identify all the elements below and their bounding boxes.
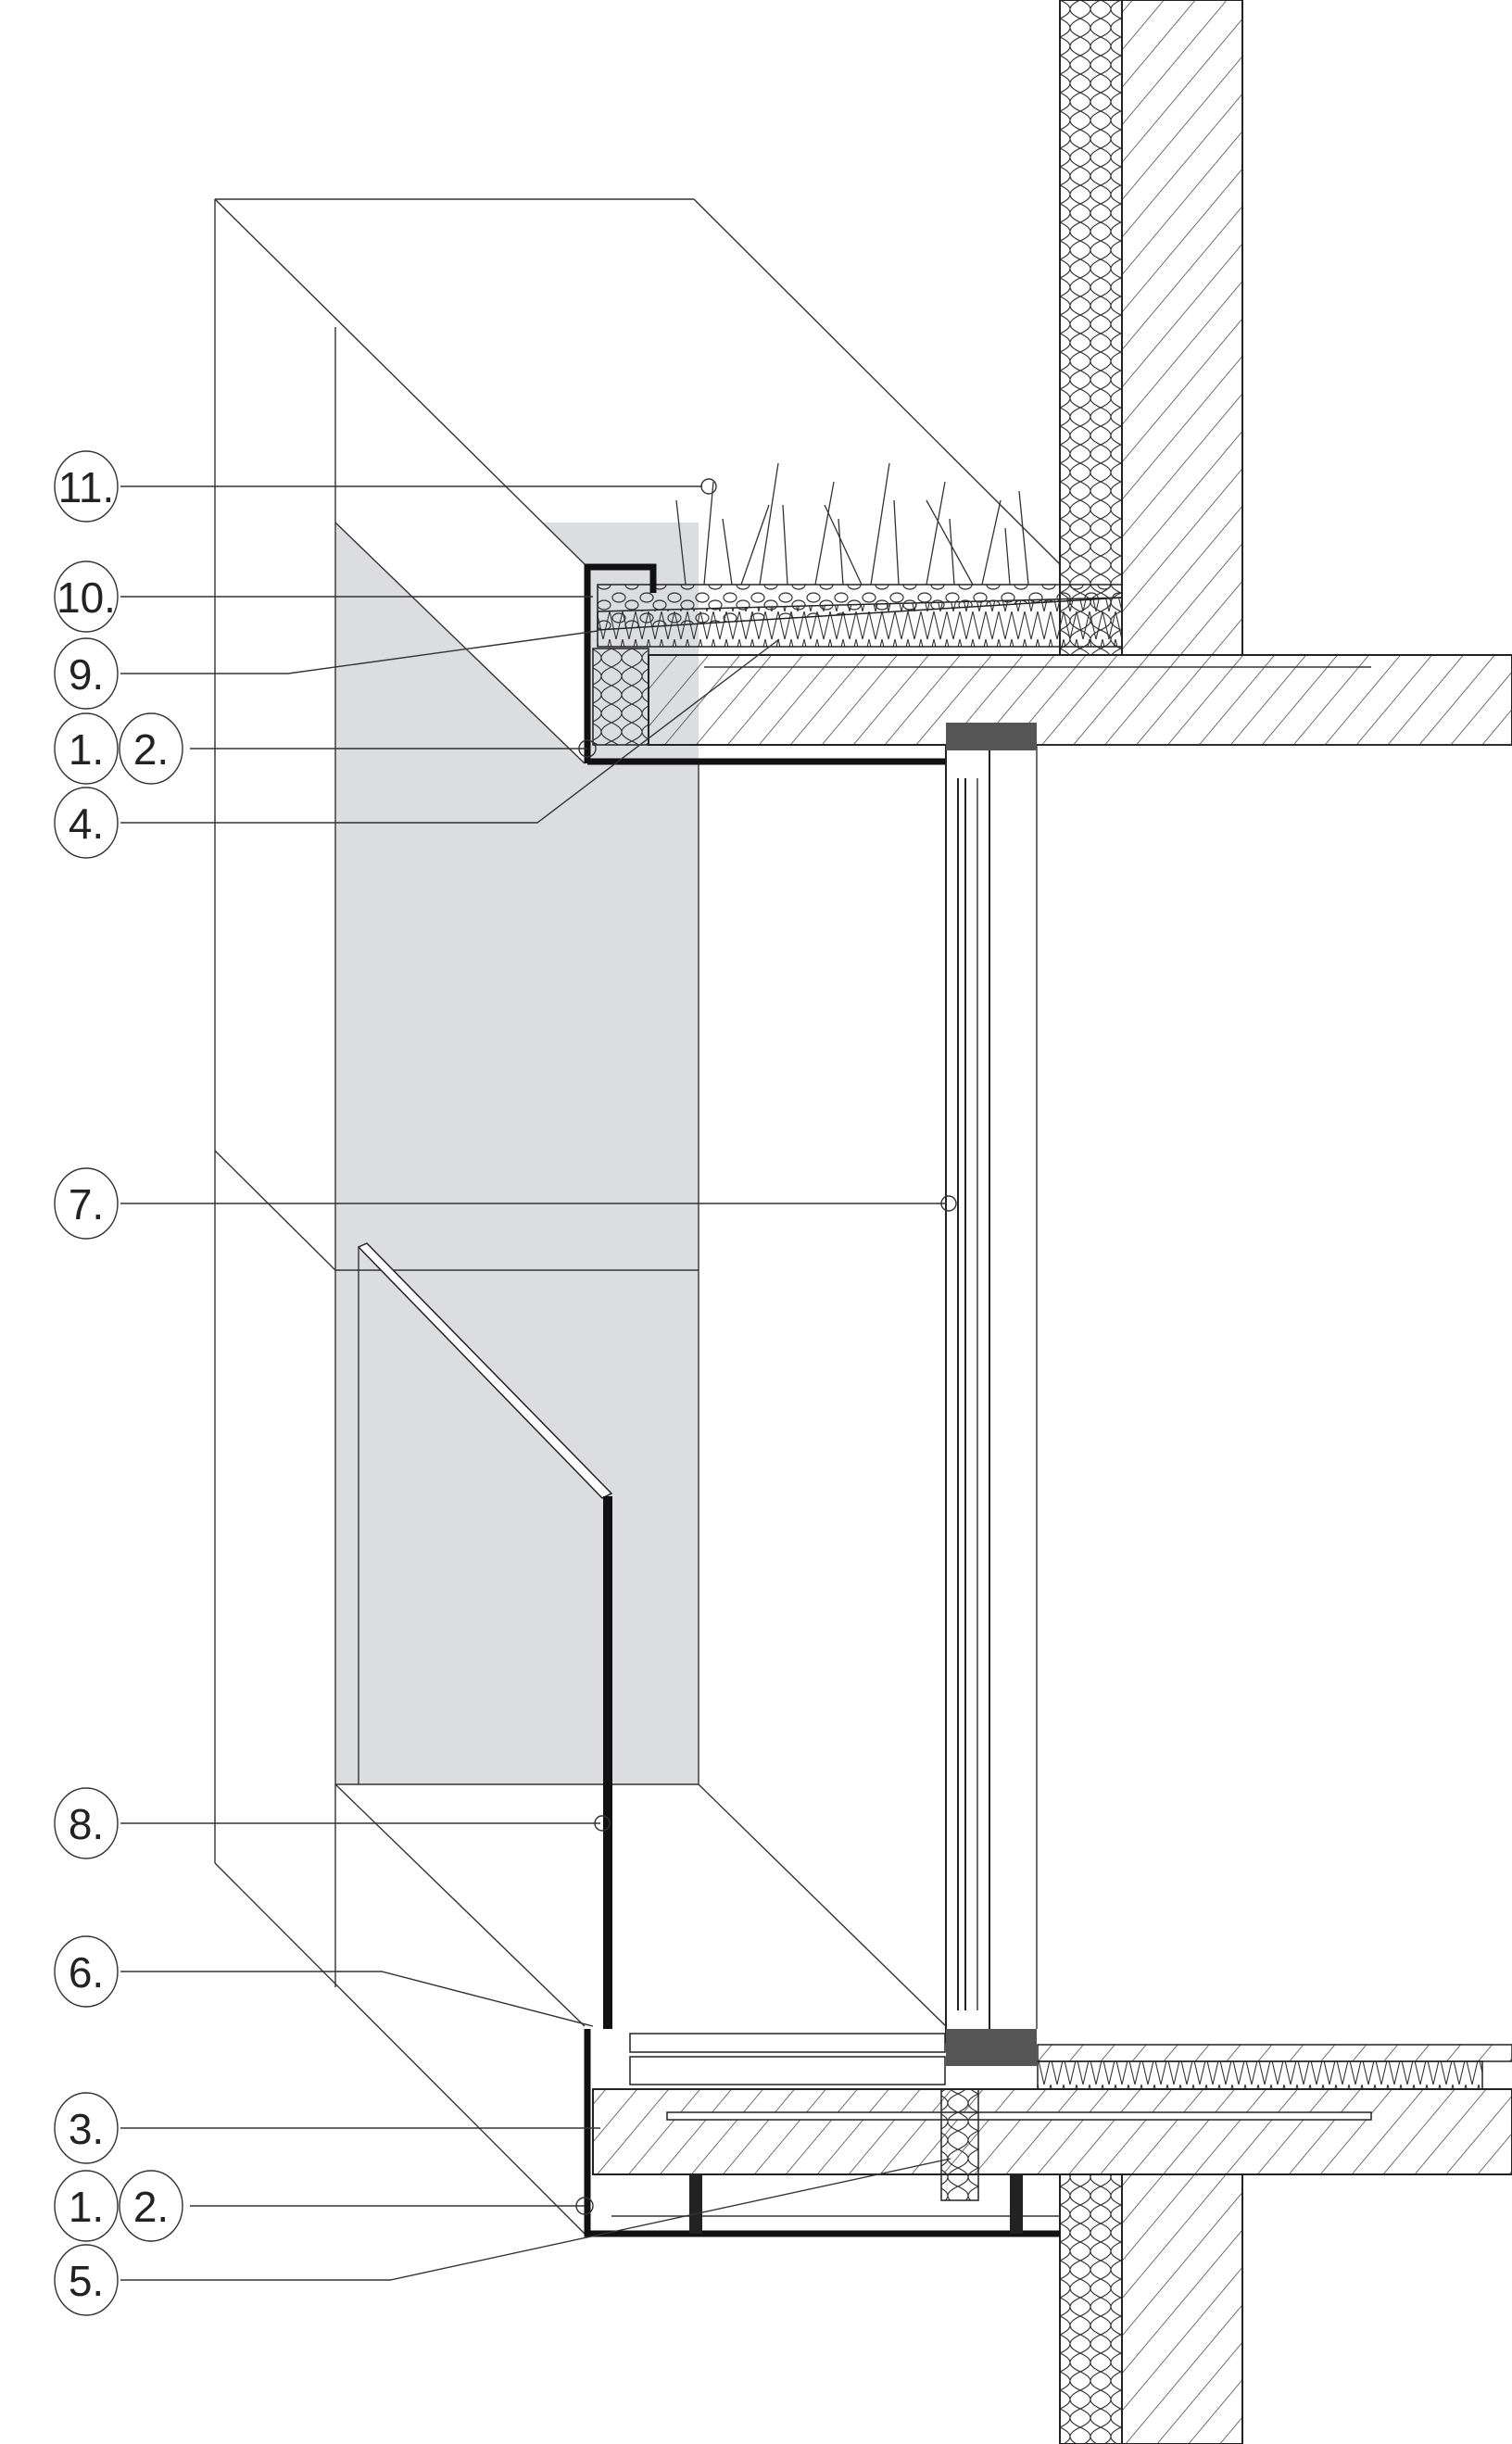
green-roof-canopy — [584, 462, 1512, 765]
floor-slab — [584, 2029, 1512, 2237]
callout-3: 3. — [54, 2092, 119, 2164]
callout-1-top: 1. — [54, 712, 119, 785]
callout-5: 5. — [54, 2244, 119, 2316]
callout-1-bottom: 1. — [54, 2170, 119, 2242]
reveal-outline — [214, 198, 1061, 2235]
window-frame — [945, 723, 1038, 2066]
svg-text:10.: 10. — [57, 573, 116, 622]
svg-text:1.: 1. — [69, 2183, 104, 2231]
svg-text:9.: 9. — [69, 650, 104, 699]
leader-lines — [120, 478, 957, 2281]
callout-4: 4. — [54, 787, 119, 859]
callout-10: 10. — [54, 561, 119, 633]
glass-balustrade — [357, 1242, 613, 2029]
svg-text:6.: 6. — [69, 1948, 104, 1997]
callout-7: 7. — [54, 1167, 119, 1240]
svg-text:11.: 11. — [58, 463, 115, 511]
svg-text:2.: 2. — [133, 725, 169, 774]
callout-2-bottom: 2. — [119, 2170, 183, 2242]
svg-text:4.: 4. — [69, 800, 104, 848]
svg-text:5.: 5. — [69, 2257, 104, 2305]
callout-6: 6. — [54, 1935, 119, 2008]
svg-text:3.: 3. — [69, 2105, 104, 2153]
svg-text:8.: 8. — [69, 1800, 104, 1848]
callout-2-top: 2. — [119, 712, 183, 785]
svg-text:2.: 2. — [133, 2183, 169, 2231]
svg-text:1.: 1. — [69, 725, 104, 774]
vegetation — [675, 462, 1029, 586]
callout-11: 11. — [54, 450, 119, 523]
external-wall — [1059, 0, 1243, 2444]
callout-9: 9. — [54, 637, 119, 710]
callout-8: 8. — [54, 1787, 119, 1859]
svg-text:7.: 7. — [69, 1180, 104, 1228]
